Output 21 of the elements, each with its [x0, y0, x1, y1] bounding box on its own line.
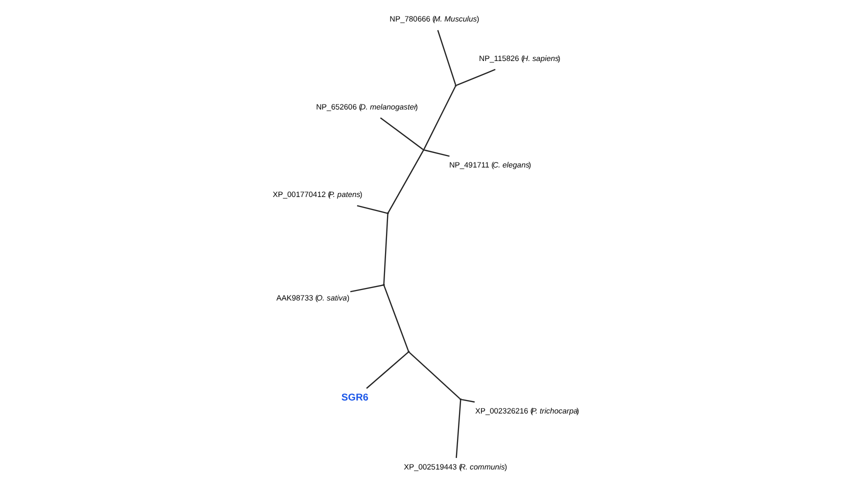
node-text: SGR6: [340, 392, 368, 404]
connector: [460, 399, 474, 403]
connector: [456, 68, 495, 86]
connector: [382, 214, 388, 284]
node-point: [454, 84, 456, 87]
connector: [356, 205, 387, 214]
connector: [455, 400, 461, 458]
node-point: [382, 284, 384, 286]
connector: [366, 352, 408, 389]
connector: [383, 286, 408, 352]
connector: [408, 352, 460, 400]
node-point: [422, 148, 424, 151]
connector: [350, 284, 383, 292]
node-point: [459, 398, 462, 400]
connector: [387, 150, 424, 213]
connector: [424, 150, 450, 157]
node-point: [386, 212, 388, 214]
node-point: [407, 350, 410, 353]
connector: [422, 86, 456, 150]
connector: [436, 30, 456, 85]
connector: [380, 117, 423, 150]
